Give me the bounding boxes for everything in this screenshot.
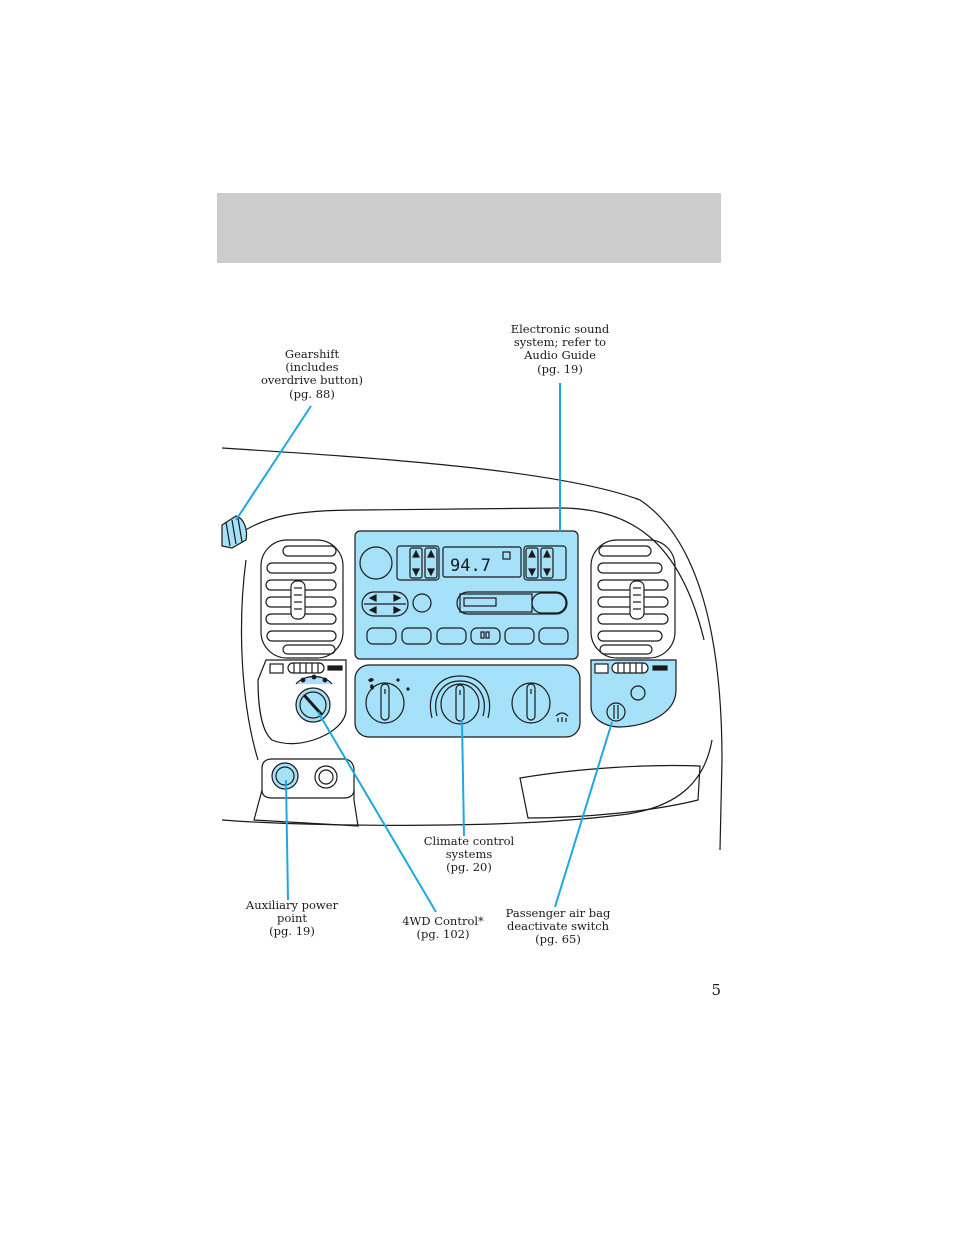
preset-button-3[interactable]: [436, 627, 467, 645]
leader-aux: [285, 779, 289, 901]
header-band: [217, 193, 721, 263]
tune-up-down-left[interactable]: [409, 547, 423, 579]
dash-top-edge: [221, 447, 723, 851]
eject-button[interactable]: [412, 593, 432, 613]
right-vent: [590, 539, 676, 659]
air-distribution-knob[interactable]: [511, 682, 551, 724]
seek-up-down-right[interactable]: [540, 547, 554, 579]
callout-sound-system: Electronic sound system; refer to Audio …: [510, 322, 610, 376]
climate-panel: [354, 664, 581, 738]
right-thumbwheel[interactable]: [594, 662, 668, 674]
dash-lower-edge: [221, 739, 713, 826]
callout-gearshift: Gearshift (includes overdrive button) (p…: [260, 347, 364, 401]
callout-4wd-control: 4WD Control* (pg. 102): [402, 914, 484, 942]
radio-panel: [354, 530, 579, 660]
leader-airbag: [554, 721, 613, 908]
preset-button-1[interactable]: [366, 627, 397, 645]
callout-air-bag-switch: Passenger air bag deactivate switch (pg.…: [505, 906, 611, 947]
cassette-slot[interactable]: [456, 591, 568, 615]
fan-icon: [368, 678, 374, 690]
leader-4wd: [317, 711, 437, 913]
4wd-control-knob[interactable]: [295, 674, 333, 723]
radio-frequency-text: 94.7: [450, 556, 491, 576]
callout-climate-control: Climate control systems (pg. 20): [423, 834, 515, 875]
passenger-air-bag-switch[interactable]: [606, 702, 626, 722]
dash-inner-edge: [231, 507, 705, 641]
preset-button-6[interactable]: [538, 627, 569, 645]
preset-button-4[interactable]: [470, 627, 501, 645]
left-pod-outline: [257, 659, 347, 745]
radio-display: [442, 546, 522, 578]
cigarette-lighter[interactable]: [314, 765, 338, 789]
page-number: 5: [711, 981, 721, 999]
tune-up-down-right[interactable]: [525, 547, 539, 579]
dash-left-curve: [240, 559, 259, 761]
leader-lines: [235, 383, 613, 913]
air-bag-indicator-lamp: [630, 685, 646, 701]
gearshift-knob[interactable]: [221, 515, 248, 549]
left-thumbwheel[interactable]: [269, 662, 343, 674]
left-vent: [260, 539, 344, 659]
leader-climate: [461, 719, 465, 837]
fan-speed-knob[interactable]: [365, 682, 405, 724]
aux-power-housing: [253, 758, 359, 827]
glovebox-edge: [519, 764, 701, 819]
callout-aux-power: Auxiliary power point (pg. 19): [245, 898, 339, 939]
tape-direction-buttons[interactable]: [361, 591, 409, 617]
preset-button-2[interactable]: [401, 627, 432, 645]
volume-knob[interactable]: [359, 546, 393, 580]
temperature-knob[interactable]: [440, 683, 480, 725]
defrost-icon: [555, 712, 569, 722]
seek-up-down-left[interactable]: [424, 547, 438, 579]
leader-gearshift: [235, 405, 312, 521]
preset-button-5[interactable]: [504, 627, 535, 645]
